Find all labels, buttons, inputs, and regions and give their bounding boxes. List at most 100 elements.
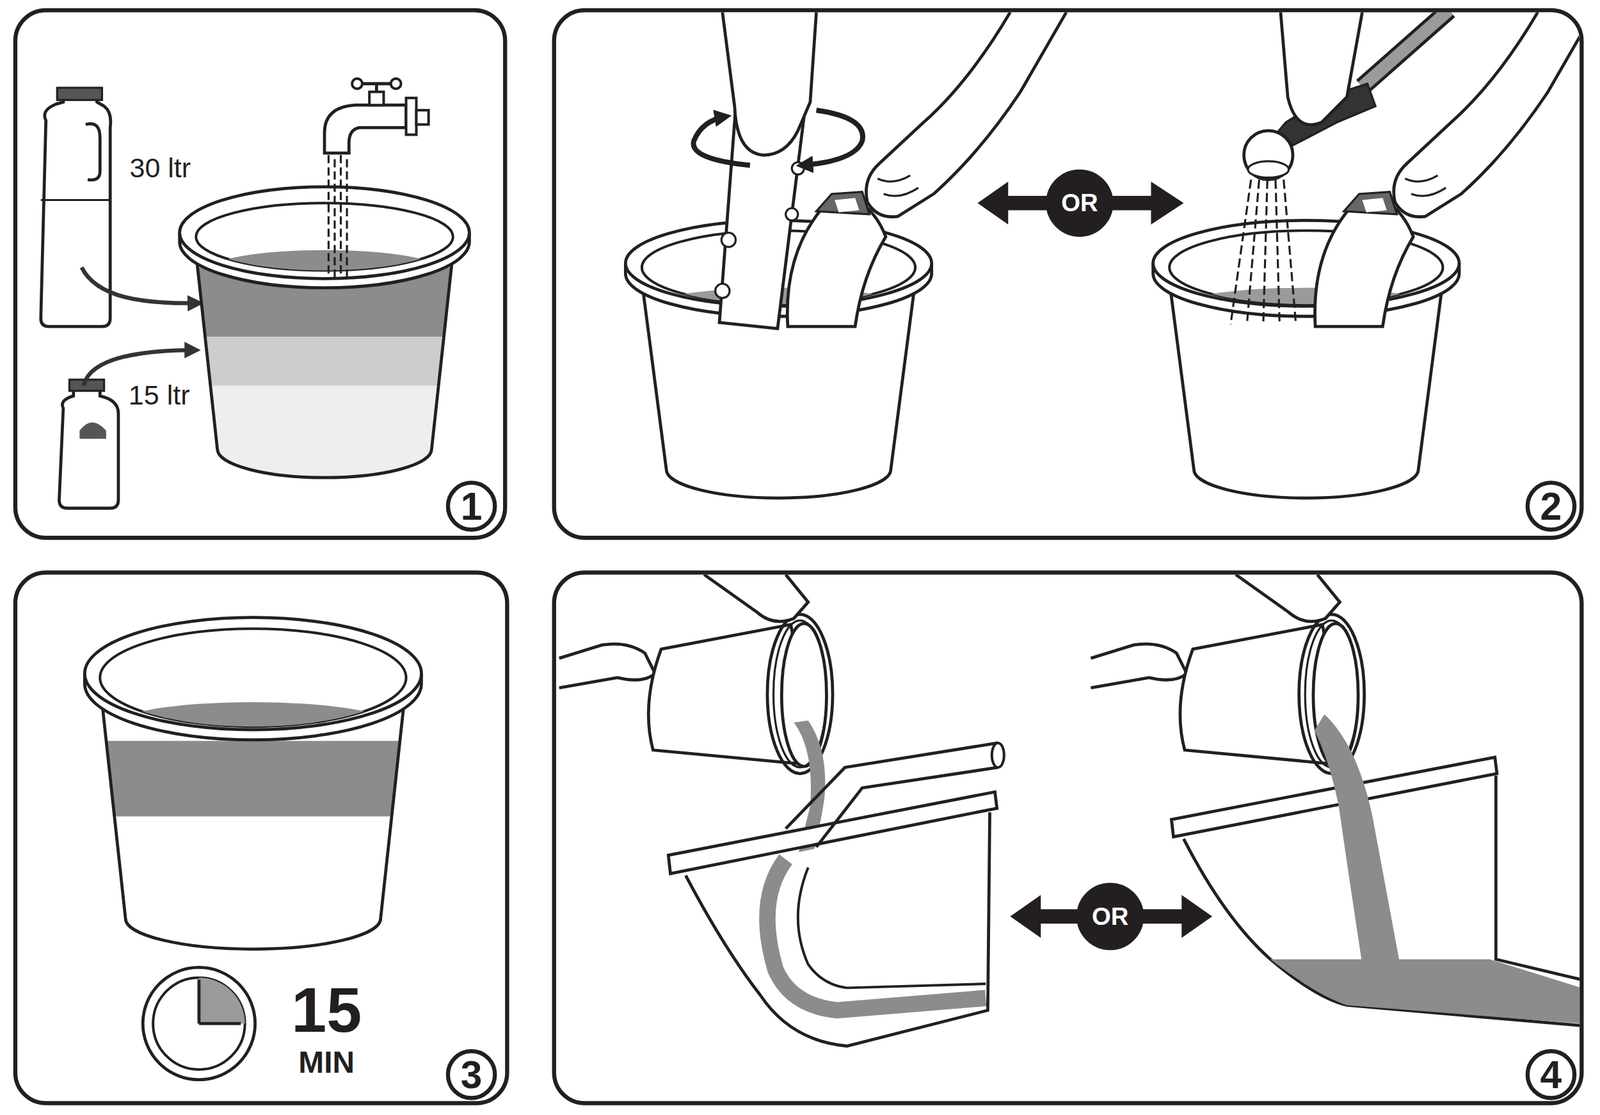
or-badge: OR (1076, 882, 1144, 950)
mixing-stick (721, 232, 736, 248)
hose-and-spray (1248, 161, 1289, 178)
pour-arrows (81, 267, 200, 386)
tap (391, 78, 402, 89)
hose-and-spray (1263, 179, 1268, 325)
hose-and-spray (1283, 179, 1296, 325)
time-value: 15 (291, 978, 362, 1042)
step-number: 2 (1525, 480, 1577, 532)
tap (324, 78, 429, 153)
clock-icon (142, 967, 255, 1080)
mixing-stick (715, 283, 730, 298)
pouring-scenes (559, 574, 1580, 1047)
or-badge: OR (1045, 169, 1113, 237)
hose-and-spray (1275, 179, 1280, 325)
small-jug (58, 379, 118, 509)
node-text-stack: 1 (460, 487, 483, 527)
small-jug (58, 389, 118, 509)
node-circle (1047, 170, 1113, 236)
time-unit: MIN (298, 1047, 355, 1078)
step-number: 4 (1525, 1048, 1577, 1101)
rotate-arrows (801, 110, 863, 166)
pouring-scenes (559, 574, 833, 774)
clock-icon (152, 977, 245, 1069)
water-stream (333, 159, 336, 278)
step-number-text: 4 (1540, 1055, 1563, 1095)
volume-label: 30 ltr (129, 154, 191, 183)
node-circle (448, 1050, 495, 1098)
clock-icon (199, 979, 241, 1024)
panel-frames (554, 10, 1583, 538)
step-number-text: 3 (460, 1055, 483, 1095)
hose-and-spray (1362, 12, 1450, 87)
step-number: 3 (446, 1048, 498, 1101)
water-jug (40, 87, 111, 327)
bucket (81, 741, 429, 817)
water-stream (327, 154, 330, 278)
hose-and-spray (1246, 179, 1259, 325)
node-text-stack: 4 (1540, 1055, 1563, 1095)
bucket (209, 250, 439, 290)
water-jug (40, 94, 111, 328)
step-number-text: 2 (1540, 487, 1563, 527)
hand (722, 12, 817, 155)
hose-and-spray (1230, 179, 1296, 325)
hose-and-spray (1280, 12, 1363, 125)
water-stream (345, 159, 348, 278)
panel-frames (554, 572, 1583, 1103)
water-jug (85, 123, 100, 180)
or-badge-text: OR (1091, 904, 1129, 929)
node-text-stack: OR (1091, 904, 1129, 929)
node-circle (448, 482, 495, 530)
mixing-scenes (787, 12, 1067, 327)
panel-frames (15, 10, 505, 538)
step-number-text: 1 (460, 487, 483, 527)
rotate-arrows (693, 116, 751, 166)
bucket (183, 336, 470, 386)
water-stream (328, 154, 347, 278)
bucket (81, 617, 429, 950)
wheelbarrow-tray (1270, 959, 1580, 1024)
mix-stream (1314, 714, 1401, 965)
node-text-stack: 3 (460, 1055, 483, 1095)
tap (352, 78, 363, 89)
trough (668, 743, 1005, 1047)
volume-label: 15 ltr (128, 382, 191, 410)
or-badge-text: OR (1061, 190, 1098, 216)
node-circle (1077, 883, 1144, 950)
trough (992, 743, 1005, 768)
node-text-stack: 2 (1540, 487, 1563, 527)
node-circle (1527, 482, 1575, 530)
node-circle (1527, 1050, 1575, 1098)
water-jug (40, 199, 111, 201)
mixing-scenes (1153, 220, 1460, 498)
pour-arrows (83, 350, 196, 386)
panel-frames (15, 10, 1582, 1104)
hose-and-spray (1244, 130, 1294, 180)
panel-frames (15, 572, 507, 1103)
clock-icon (142, 967, 255, 1080)
water-jug (56, 87, 102, 100)
tap (406, 97, 417, 135)
bucket (183, 267, 470, 488)
trough (767, 858, 986, 1010)
tap (324, 104, 407, 153)
step-number: 1 (446, 480, 498, 532)
water-stream (339, 154, 342, 278)
tap (359, 83, 394, 93)
trough (668, 791, 997, 874)
tap (416, 110, 429, 125)
tap (369, 91, 384, 105)
bucket (110, 702, 396, 752)
trough (785, 743, 999, 848)
trough (798, 867, 986, 988)
pour-arrows (81, 267, 200, 304)
node-text-stack: OR (1061, 190, 1098, 216)
clock-icon (199, 977, 246, 1024)
small-jug (79, 422, 106, 440)
bucket (183, 385, 470, 488)
mixing-stick (785, 208, 799, 221)
